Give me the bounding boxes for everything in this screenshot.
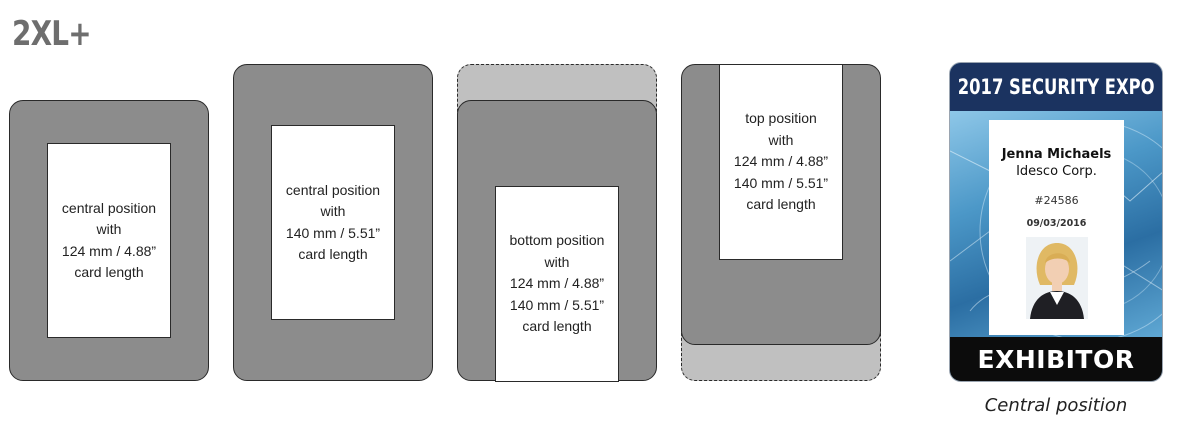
card-window-label: central position with 140 mm / 5.51” car… xyxy=(285,181,381,263)
badge-role-bar: EXHIBITOR xyxy=(950,337,1162,381)
badge-person-name: Jenna Michaels xyxy=(1001,147,1112,162)
sample-badge: 2017 SECURITY EXPO Jenna Michaels Idesco… xyxy=(949,62,1163,382)
card-window-label: bottom position with 124 mm / 4.88” 140 … xyxy=(509,232,605,335)
badge-company: Idesco Corp. xyxy=(1016,164,1097,179)
size-heading: 2XL+ xyxy=(12,14,92,54)
badge-role: EXHIBITOR xyxy=(977,344,1135,374)
badge-id-number: #24586 xyxy=(1034,194,1079,207)
card-window-central-140: central position with 140 mm / 5.51” car… xyxy=(271,125,395,320)
badge-info-card: Jenna Michaels Idesco Corp. #24586 09/03… xyxy=(989,120,1124,335)
badge-caption: Central position xyxy=(984,395,1128,416)
card-window-top: top position with 124 mm / 4.88” 140 mm … xyxy=(719,64,843,260)
card-window-bottom: bottom position with 124 mm / 4.88” 140 … xyxy=(495,186,619,382)
card-window-label: top position with 124 mm / 4.88” 140 mm … xyxy=(733,110,829,213)
badge-date: 09/03/2016 xyxy=(1026,218,1087,229)
card-window-label: central position with 124 mm / 4.88” car… xyxy=(61,199,157,281)
portrait-photo xyxy=(1026,237,1088,319)
card-window-central-124: central position with 124 mm / 4.88” car… xyxy=(47,143,171,338)
badge-event-title: 2017 SECURITY EXPO xyxy=(957,75,1155,99)
badge-header: 2017 SECURITY EXPO xyxy=(950,63,1162,111)
